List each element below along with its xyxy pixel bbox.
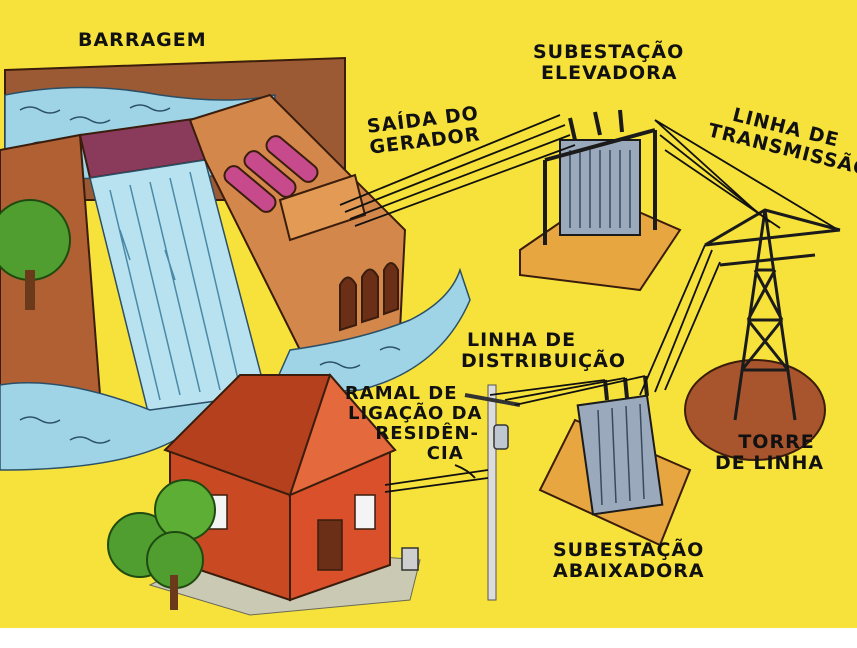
label-dam: BARRAGEM: [78, 29, 207, 51]
house-roof-gable: [288, 373, 397, 497]
label-service-drop: RAMAL DE LIGAÇÃO DA RESIDÊN- CIA: [320, 383, 483, 465]
electric-meter: [401, 547, 419, 571]
step-up-frame: [543, 109, 657, 245]
tailrace-arches: [339, 262, 399, 332]
house-door: [317, 519, 343, 571]
label-step-up-substation: SUBESTAÇÃO ELEVADORA: [533, 41, 685, 85]
label-service-drop-line2: LIGAÇÃO DA: [348, 403, 483, 425]
label-dam-text: BARRAGEM: [78, 29, 207, 51]
pole-crossarm: [464, 393, 521, 407]
label-step-up-line1: SUBESTAÇÃO: [533, 41, 685, 63]
spillway-streaks: [109, 171, 241, 401]
label-distribution-line: LINHA DE DISTRIBUIÇÃO: [461, 329, 626, 373]
step-down-bushings: [603, 375, 649, 401]
tailrace-water: [268, 267, 471, 396]
trees-near-house: [107, 479, 216, 610]
step-up-transformer-fins: [569, 150, 631, 228]
tower-lattice: [704, 208, 841, 421]
label-service-drop-line4: CIA: [426, 443, 464, 465]
distribution-pole: [464, 384, 521, 601]
step-down-fins: [597, 403, 645, 506]
label-step-down-line1: SUBESTAÇÃO: [553, 539, 705, 561]
label-step-down-line2: ABAIXADORA: [553, 560, 705, 583]
label-step-down-substation: SUBESTAÇÃO ABAIXADORA: [553, 539, 705, 583]
step-up-substation: [519, 109, 682, 292]
tree-left-trunk: [25, 270, 35, 310]
step-down-substation: [538, 375, 692, 547]
label-line-tower-line2: DE LINHA: [715, 452, 825, 475]
label-step-up-line2: ELEVADORA: [541, 62, 678, 85]
penstocks: [223, 135, 319, 213]
house-window-right: [354, 494, 376, 530]
step-down-transformer: [576, 394, 664, 516]
label-distribution-line1: LINHA DE: [467, 329, 577, 351]
tree-left-foliage: [0, 199, 71, 281]
pole-transformer: [493, 424, 509, 450]
label-line-tower-line1: TORRE: [738, 431, 815, 453]
dam: [0, 56, 471, 471]
river-waves: [19, 346, 401, 444]
generator-building: [278, 173, 367, 242]
label-line-tower: TORRE DE LINHA: [715, 431, 825, 475]
bottom-white-strip: [0, 628, 857, 648]
transmission-tower: [684, 208, 841, 461]
label-distribution-line2: DISTRIBUIÇÃO: [461, 350, 626, 373]
label-service-drop-line3: RESIDÊN-: [375, 423, 480, 445]
pole-shaft: [487, 384, 497, 601]
wires: [339, 114, 836, 493]
label-service-drop-line1: RAMAL DE: [344, 383, 458, 404]
